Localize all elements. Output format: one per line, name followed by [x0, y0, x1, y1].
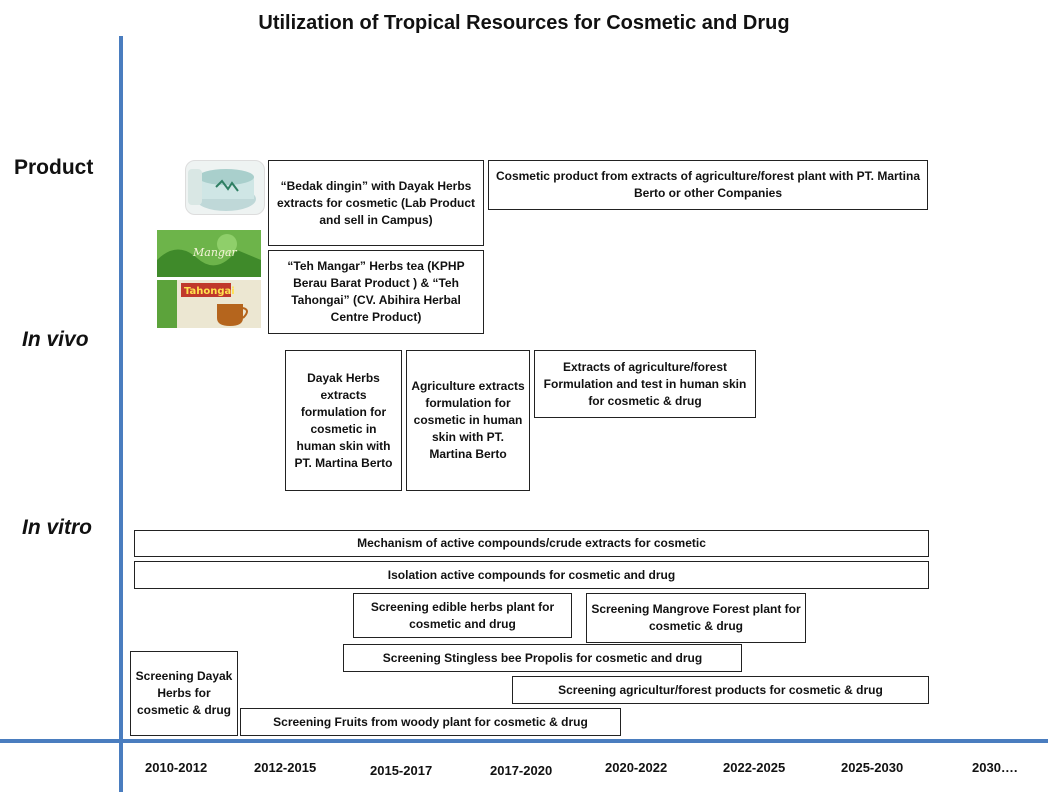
timeline-label: 2010-2012 [145, 760, 208, 775]
vertical-axis [119, 36, 123, 792]
teh-tahongai-box-image: Tahongai [157, 280, 261, 328]
box-agriculture-formulation: Agriculture extracts formulation for cos… [406, 350, 530, 491]
box-screening-mangrove: Screening Mangrove Forest plant for cosm… [586, 593, 806, 643]
timeline-label: 2015-2017 [370, 763, 433, 778]
box-screening-propolis: Screening Stingless bee Propolis for cos… [343, 644, 742, 672]
timeline-label: 2017-2020 [490, 763, 553, 778]
timeline-label: 2012-2015 [254, 760, 317, 775]
box-isolation: Isolation active compounds for cosmetic … [134, 561, 929, 589]
diagram-title: Utilization of Tropical Resources for Co… [258, 12, 790, 34]
tahongai-label: Tahongai [184, 286, 235, 297]
stage-label-product: Product [14, 156, 94, 179]
horizontal-axis [0, 739, 1048, 743]
timeline-label: 2020-2022 [605, 760, 668, 775]
box-screening-edible: Screening edible herbs plant for cosmeti… [353, 593, 572, 638]
box-bedak-dingin: “Bedak dingin” with Dayak Herbs extracts… [268, 160, 484, 246]
stage-label-in-vitro: In vitro [22, 516, 93, 539]
timeline-label: 2022-2025 [723, 760, 786, 775]
mangar-label: Mangar [192, 246, 238, 259]
box-extracts-test: Extracts of agriculture/forest Formulati… [534, 350, 756, 418]
box-cosmetic-product: Cosmetic product from extracts of agricu… [488, 160, 928, 210]
box-screening-agricultur: Screening agricultur/forest products for… [512, 676, 929, 704]
box-screening-dayak: Screening Dayak Herbs for cosmetic & dru… [130, 651, 238, 736]
timeline-label: 2030…. [972, 760, 1018, 775]
stage-label-in-vivo: In vivo [22, 328, 89, 351]
box-mechanism: Mechanism of active compounds/crude extr… [134, 530, 929, 557]
box-dayak-formulation: Dayak Herbs extracts formulation for cos… [285, 350, 402, 491]
bedak-jar-image [185, 160, 265, 215]
box-teh-mangar: “Teh Mangar” Herbs tea (KPHP Berau Barat… [268, 250, 484, 334]
teh-mangar-box-image: Mangar [157, 230, 261, 277]
timeline-label: 2025-2030 [841, 760, 904, 775]
box-screening-fruits: Screening Fruits from woody plant for co… [240, 708, 621, 736]
